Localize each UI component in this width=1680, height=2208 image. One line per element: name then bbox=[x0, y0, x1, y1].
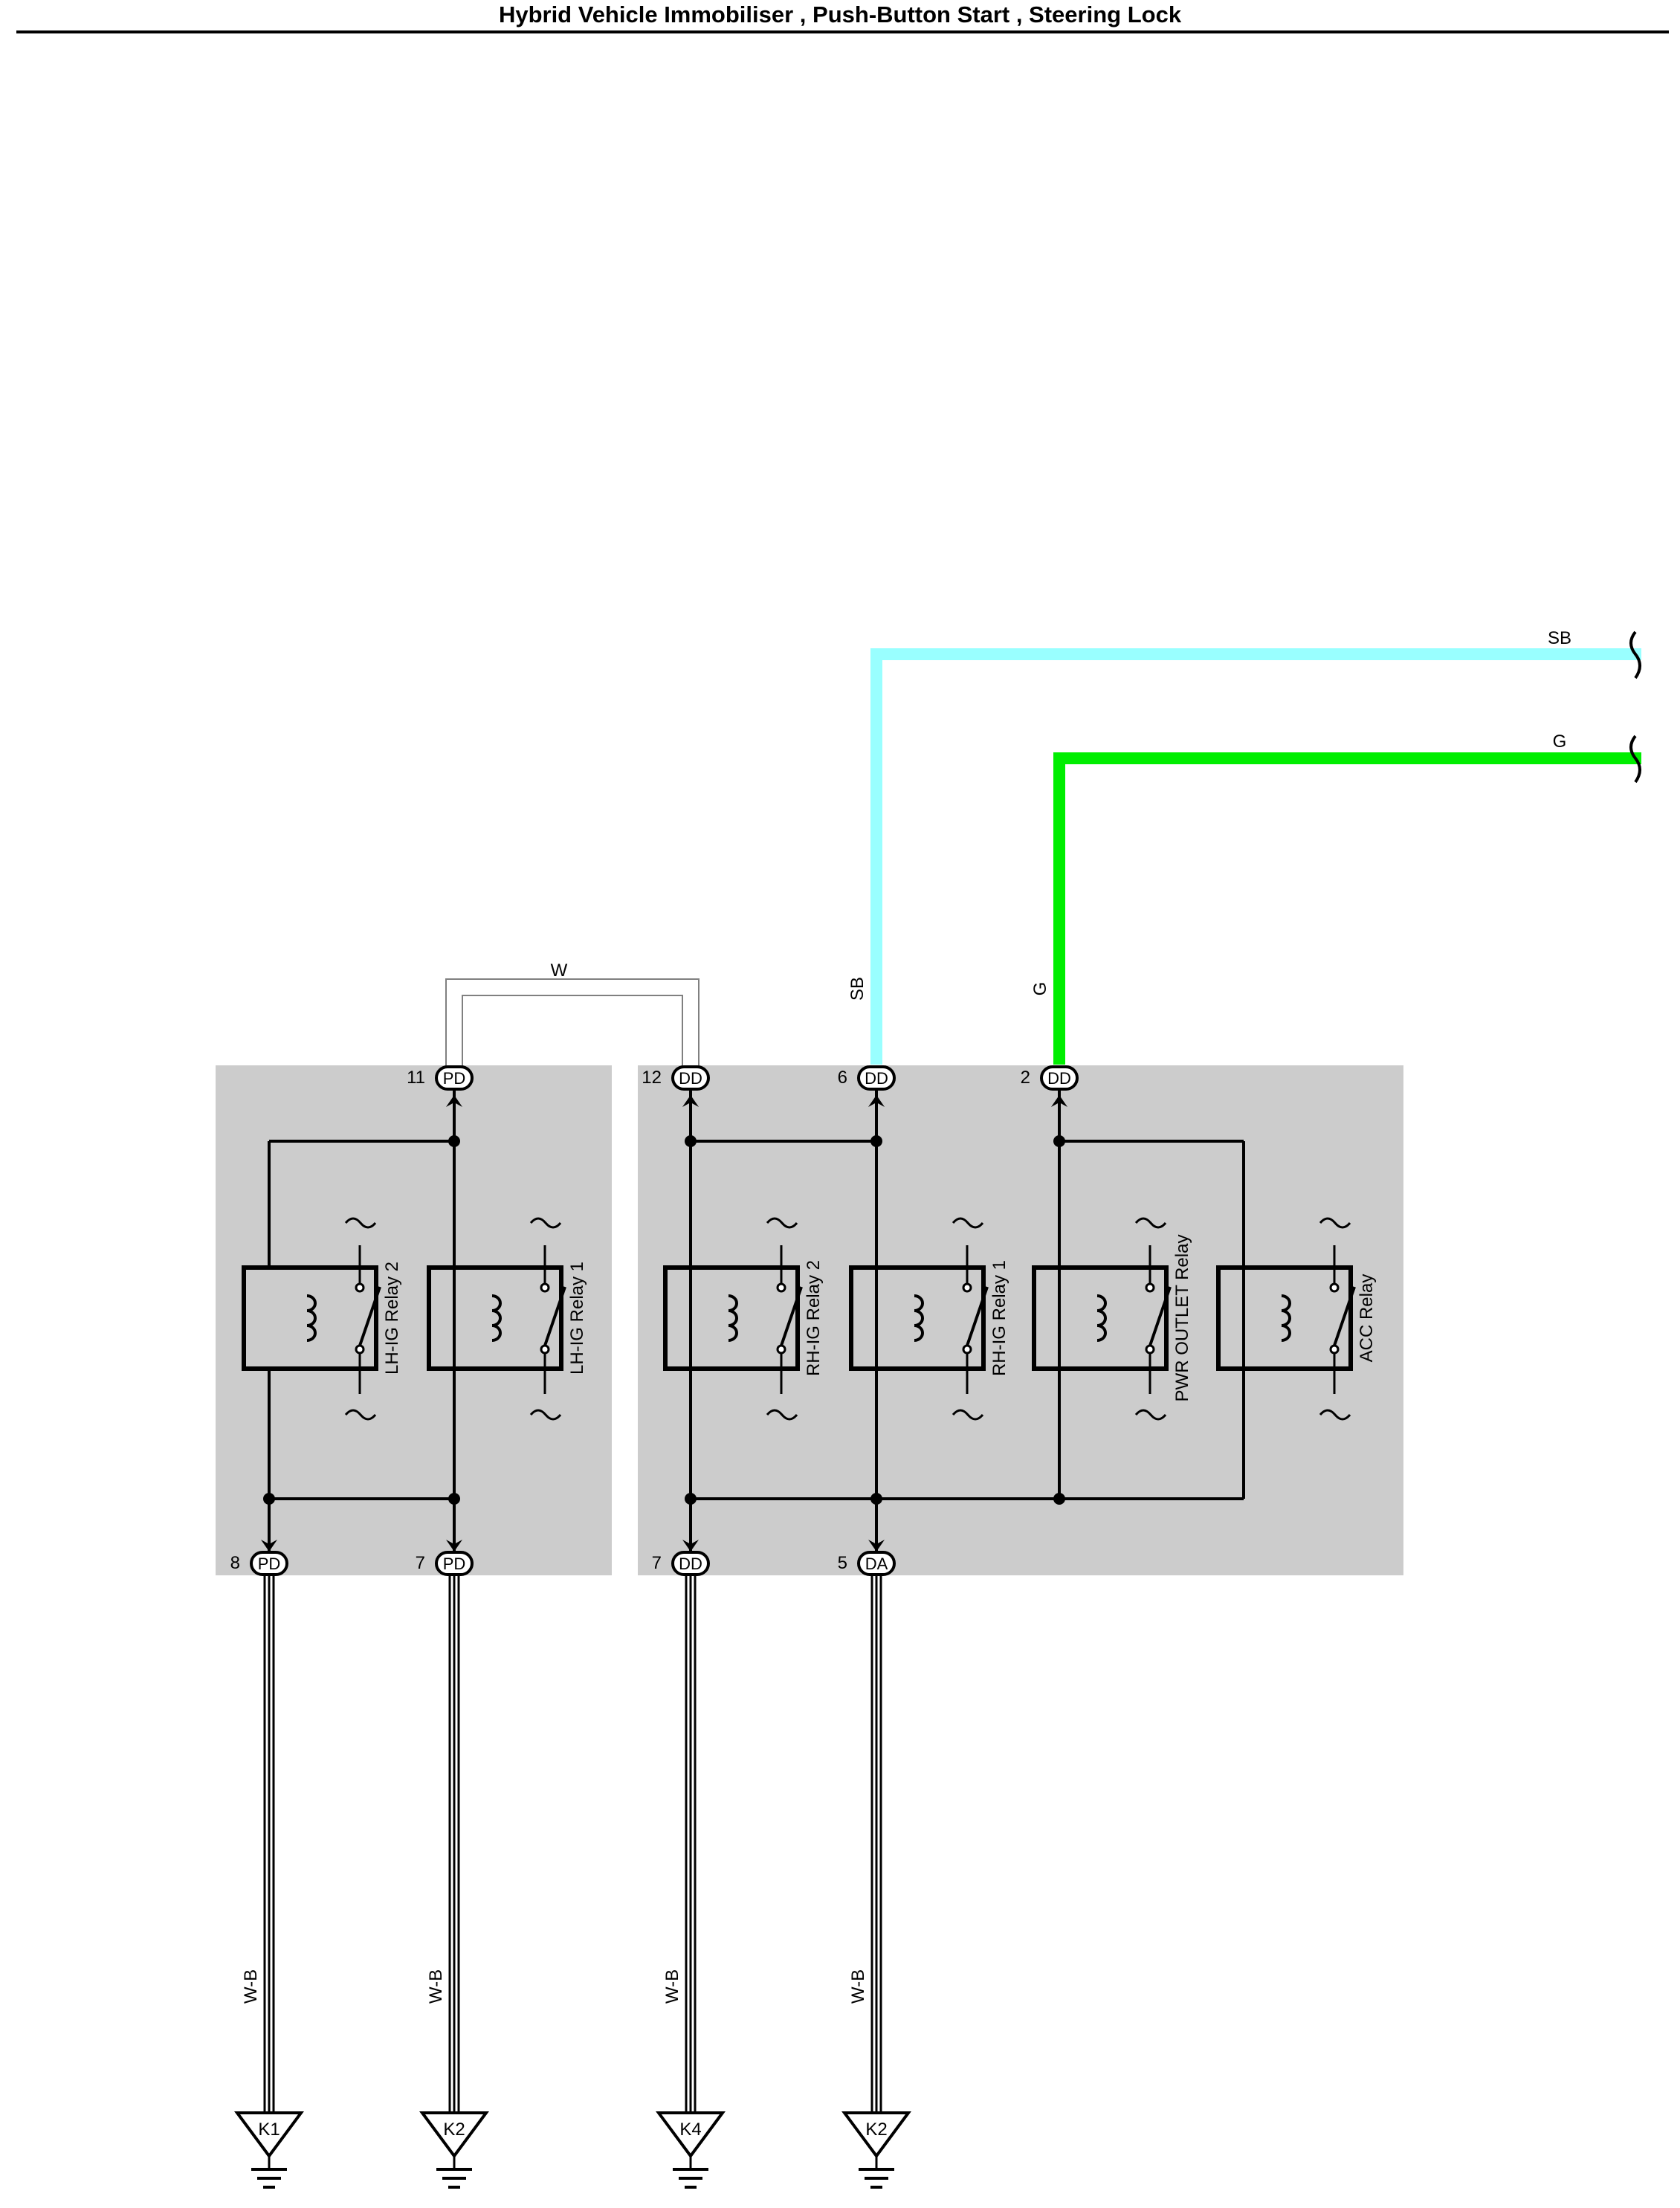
wire-break-g-icon bbox=[1629, 735, 1641, 784]
ground-k2-icon: K2 bbox=[419, 2111, 489, 2189]
relay-label-rh-ig-1: RH-IG Relay 1 bbox=[989, 1260, 1009, 1376]
ground-label: K2 bbox=[865, 2120, 887, 2140]
connector-pd-7: 7 PD bbox=[416, 1540, 474, 1576]
ground-k2b-icon: K2 bbox=[841, 2111, 911, 2189]
svg-text:5: 5 bbox=[838, 1553, 847, 1573]
connector-dd-7: 7 DD bbox=[652, 1540, 710, 1576]
connector-dd-6: 6 DD bbox=[838, 1065, 896, 1107]
svg-text:DD: DD bbox=[1047, 1069, 1071, 1088]
wire-break-sb-icon bbox=[1629, 630, 1641, 679]
junction-dot bbox=[685, 1493, 697, 1505]
connector-da-5: 5 DA bbox=[838, 1540, 896, 1576]
wire-label-wb-1: W-B bbox=[241, 1969, 261, 2004]
wire-wb-3 bbox=[685, 1576, 697, 2113]
svg-text:8: 8 bbox=[230, 1553, 240, 1573]
ground-label: K2 bbox=[443, 2120, 465, 2140]
svg-text:DA: DA bbox=[865, 1555, 888, 1573]
svg-text:PD: PD bbox=[258, 1555, 281, 1573]
ground-k1-icon: K1 bbox=[234, 2111, 304, 2189]
junction-dot bbox=[448, 1493, 460, 1505]
wire-sb bbox=[870, 648, 1641, 1065]
relay-box-right bbox=[638, 1065, 1403, 1575]
svg-text:6: 6 bbox=[838, 1068, 847, 1088]
svg-text:11: 11 bbox=[407, 1068, 425, 1088]
connector-dd-12: 12 DD bbox=[642, 1065, 710, 1107]
svg-text:7: 7 bbox=[652, 1553, 662, 1573]
wire-label-g: G bbox=[1553, 732, 1567, 752]
wire-label-sb: SB bbox=[1548, 628, 1571, 648]
junction-dot bbox=[1053, 1135, 1065, 1147]
relay-label-acc: ACC Relay bbox=[1357, 1274, 1377, 1363]
right-box-wiring bbox=[689, 1089, 1245, 1554]
wire-g bbox=[1053, 752, 1641, 1065]
relay-label-lh-ig-1: LH-IG Relay 1 bbox=[567, 1262, 587, 1375]
svg-text:12: 12 bbox=[642, 1068, 662, 1088]
connector-dd-2: 2 DD bbox=[1021, 1065, 1079, 1107]
connector-pd-8: 8 PD bbox=[230, 1540, 288, 1576]
wire-label-wb-4: W-B bbox=[848, 1969, 868, 2004]
svg-text:2: 2 bbox=[1021, 1068, 1030, 1088]
junction-dot bbox=[448, 1135, 460, 1147]
svg-text:DD: DD bbox=[679, 1069, 702, 1088]
junction-dot bbox=[870, 1493, 882, 1505]
left-box-wiring bbox=[268, 1089, 456, 1554]
svg-text:PD: PD bbox=[443, 1555, 466, 1573]
wire-label-w: W bbox=[551, 961, 568, 981]
wire-label-g-vertical: G bbox=[1030, 982, 1050, 996]
ground-label: K1 bbox=[258, 2120, 280, 2140]
junction-dot bbox=[263, 1493, 275, 1505]
svg-text:DD: DD bbox=[865, 1069, 888, 1088]
wire-wb-2 bbox=[448, 1576, 460, 2113]
relay-label-lh-ig-2: LH-IG Relay 2 bbox=[382, 1262, 402, 1375]
svg-text:DD: DD bbox=[679, 1555, 702, 1573]
relay-label-rh-ig-2: RH-IG Relay 2 bbox=[804, 1260, 824, 1376]
wire-label-sb-vertical: SB bbox=[847, 977, 868, 1001]
wire-label-wb-2: W-B bbox=[426, 1969, 446, 2004]
ground-k4-icon: K4 bbox=[656, 2111, 726, 2189]
ground-label: K4 bbox=[679, 2120, 701, 2140]
wire-label-wb-3: W-B bbox=[662, 1969, 682, 2004]
junction-dot bbox=[1053, 1493, 1065, 1505]
wire-wb-4 bbox=[870, 1576, 882, 2113]
page-title: Hybrid Vehicle Immobiliser , Push-Button… bbox=[498, 1, 1182, 28]
wire-wb-1 bbox=[263, 1576, 275, 2113]
wire-w bbox=[445, 978, 700, 1068]
relay-box-left bbox=[216, 1065, 612, 1575]
junction-dot bbox=[870, 1135, 882, 1147]
connector-pd-11: 11 PD bbox=[407, 1065, 474, 1107]
junction-dot bbox=[685, 1135, 697, 1147]
svg-text:7: 7 bbox=[416, 1553, 425, 1573]
relay-label-pwr-outlet: PWR OUTLET Relay bbox=[1172, 1235, 1192, 1402]
svg-text:PD: PD bbox=[443, 1069, 466, 1088]
